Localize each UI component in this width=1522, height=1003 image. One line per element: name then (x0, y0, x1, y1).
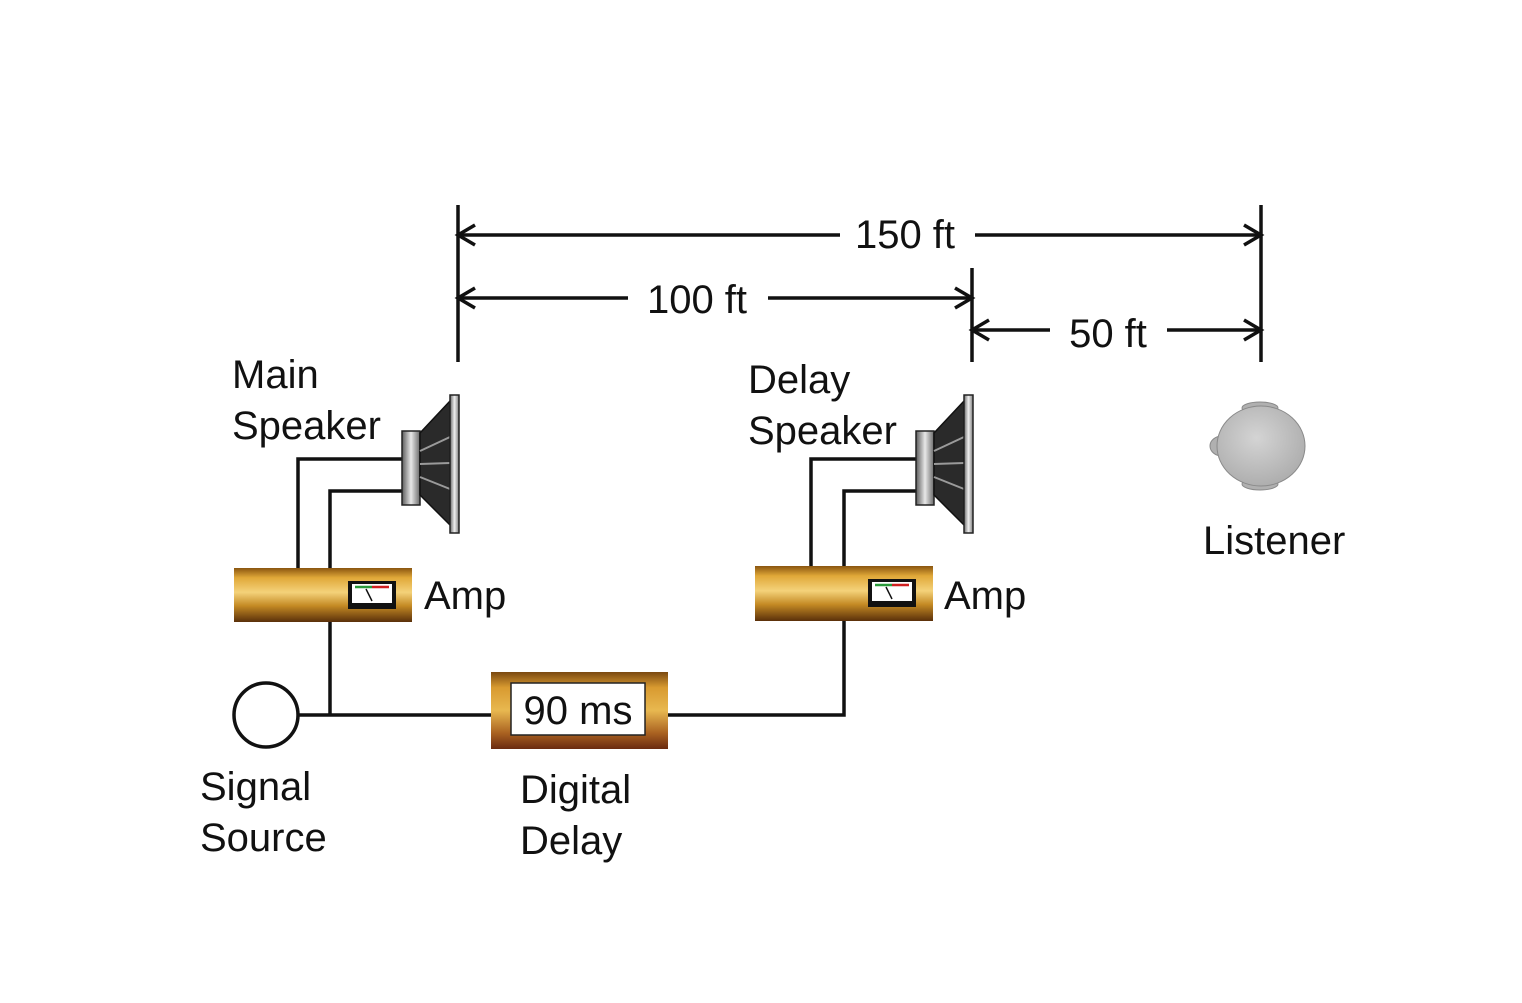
main-amp-level-meter-icon (348, 581, 396, 609)
delay-amp-level-meter-icon (868, 579, 916, 607)
dimension-main-to-delay: 100 ft (454, 278, 976, 322)
dimension-delay-to-listener: 50 ft (968, 312, 1265, 356)
main-speaker-icon (401, 394, 460, 534)
delay-to-amp-wire (668, 620, 846, 717)
dimension-total: 150 ft (454, 213, 1265, 257)
main-amp-label: Amp (424, 574, 506, 618)
signal-source-label-line2: Source (200, 816, 327, 860)
delay-display-value: 90 ms (524, 689, 633, 733)
delay-amp-label: Amp (944, 574, 1026, 618)
listener-head-icon (1209, 401, 1306, 491)
digital-delay-label-line1: Digital (520, 768, 631, 812)
delay-speaker-wire-2 (842, 489, 918, 568)
main-speaker-label-line1: Main (232, 353, 319, 397)
delay-speaker-wire-1 (809, 457, 918, 568)
dimension-main-to-delay-label: 100 ft (647, 278, 747, 322)
listener-label: Listener (1203, 519, 1345, 563)
delay-amplifier-icon (755, 566, 933, 621)
dimension-delay-to-listener-label: 50 ft (1069, 312, 1147, 356)
main-speaker-label-line2: Speaker (232, 404, 381, 448)
delay-speaker-label-line2: Speaker (748, 409, 897, 453)
digital-delay-label-line2: Delay (520, 819, 622, 863)
wiring (296, 457, 918, 717)
delay-speaker-icon (915, 394, 974, 534)
main-speaker-wire-1 (296, 457, 404, 568)
digital-delay-unit: 90 ms (491, 672, 668, 749)
dimension-total-label: 150 ft (855, 213, 955, 257)
main-amplifier-icon (234, 568, 412, 622)
main-speaker-wire-2 (328, 489, 404, 568)
signal-source-label-line1: Signal (200, 765, 311, 809)
delay-speaker-label-line1: Delay (748, 358, 850, 402)
signal-source-icon (232, 681, 300, 749)
dimension-lines: 150 ft 100 ft 50 ft (454, 205, 1265, 362)
